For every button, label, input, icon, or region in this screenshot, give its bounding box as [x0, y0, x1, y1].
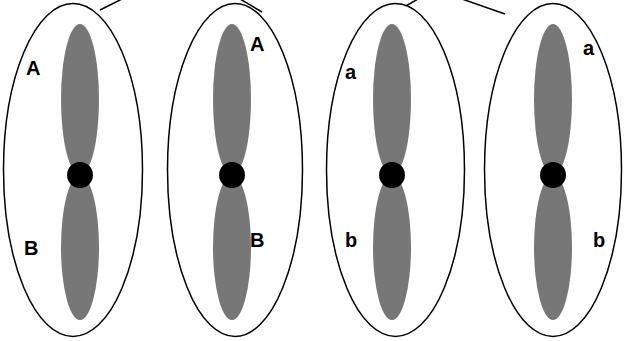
centromere — [540, 162, 566, 188]
chromatid-outline: AB — [166, 2, 304, 338]
chromatid-outline: ab — [325, 2, 466, 338]
chromatid-outline: AB — [2, 2, 144, 338]
chromosome-arm — [213, 24, 251, 175]
chromatid-outline: ab — [483, 2, 623, 338]
allele-label: B — [24, 238, 38, 258]
outline-ellipse — [4, 4, 143, 337]
chromatid-drawing — [483, 2, 623, 338]
chromosome-arm — [61, 175, 99, 320]
outline-ellipse — [168, 4, 303, 337]
chromatid-drawing — [2, 2, 144, 338]
allele-label: A — [26, 58, 40, 78]
centromere — [379, 162, 405, 188]
chromosome-arm — [373, 175, 411, 320]
allele-label: A — [250, 34, 264, 54]
outline-ellipse — [485, 4, 622, 337]
allele-label: a — [583, 38, 594, 58]
chromatid-drawing — [166, 2, 304, 338]
strand-line — [100, 0, 122, 10]
chromatid-drawing — [325, 2, 466, 338]
chromosome-arm — [213, 175, 251, 320]
centromere — [219, 162, 245, 188]
allele-label: b — [593, 230, 605, 250]
strand-line — [462, 0, 505, 14]
chromosome-arm — [534, 175, 572, 320]
centromere — [67, 162, 93, 188]
chromosome-arm — [373, 24, 411, 175]
outline-ellipse — [327, 4, 465, 337]
allele-label: b — [345, 230, 357, 250]
allele-label: a — [345, 62, 356, 82]
chromosome-arm — [61, 24, 99, 175]
chromosome-arm — [534, 24, 572, 175]
allele-label: B — [250, 230, 264, 250]
